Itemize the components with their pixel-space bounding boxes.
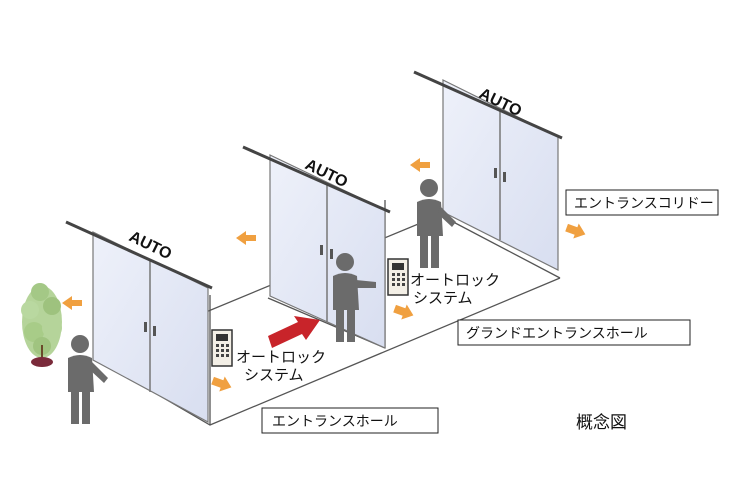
person-icon — [417, 179, 456, 268]
autolock-system-label-1: オートロック — [236, 348, 326, 366]
orange-arrow-icon — [62, 158, 586, 392]
red-arrow-icon — [268, 316, 320, 348]
area-label-grand-entrance-hall: グランドエントランスホール — [457, 319, 691, 346]
autolock-system-label-2: オートロック — [410, 271, 500, 289]
svg-text:グランドエントランスホール: グランドエントランスホール — [466, 326, 648, 342]
person-icon — [68, 335, 108, 424]
autolock-system-label-2-line2: システム — [413, 289, 473, 307]
svg-text:エントランスホール: エントランスホール — [272, 414, 398, 430]
auto-door-1: AUTO — [65, 220, 213, 424]
person-icon — [333, 253, 376, 342]
area-label-entrance-corridor: エントランスコリドー — [565, 189, 719, 216]
tree-icon — [21, 283, 62, 367]
area-label-entrance-hall: エントランスホール — [261, 407, 439, 434]
svg-text:エントランスコリドー: エントランスコリドー — [574, 196, 714, 212]
intercom-icon — [387, 258, 409, 296]
autolock-system-label-1-line2: システム — [244, 366, 304, 384]
auto-door-2: AUTO — [242, 145, 391, 349]
concept-diagram-caption: 概念図 — [576, 412, 627, 433]
intercom-icon — [211, 329, 233, 367]
